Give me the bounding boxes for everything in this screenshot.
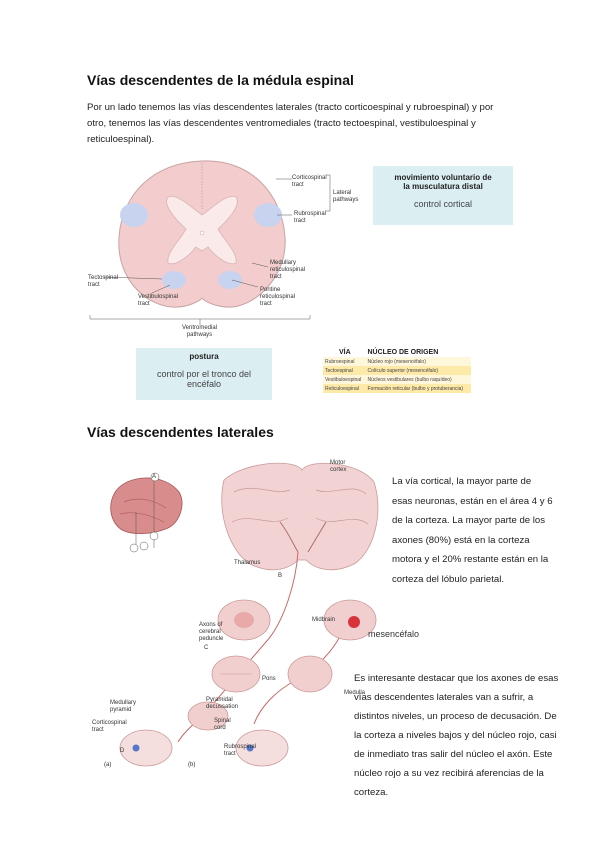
lateral-tract-left: [120, 203, 148, 227]
intro-line: Por un lado tenemos las vías descendente…: [87, 102, 494, 113]
midbrain-slice-left: [217, 599, 271, 641]
marker-d: D: [120, 748, 125, 754]
table-cell: Reticuloespinal: [323, 384, 366, 393]
table-cell: Núcleos vestibulares (bulbo raquídeo): [365, 375, 471, 384]
spinal-cord-figure: [89, 160, 331, 325]
intro-line: reticuloespinal).: [87, 134, 155, 145]
label-thalamus: Thalamus: [234, 560, 261, 566]
pons-slice-right: [287, 655, 333, 693]
coronal-brain-section: [221, 462, 379, 571]
table-row: Tectoespinal Colículo superior (mesencéf…: [323, 366, 471, 375]
marker-a: A: [152, 474, 157, 480]
lateral-pathways-figure: [110, 462, 379, 767]
medulla-slice-left: [187, 701, 229, 731]
posture-box-title: postura: [189, 352, 219, 361]
table-row: Reticuloespinal Formación reticular (bul…: [323, 384, 471, 393]
section1-intro: Por un lado tenemos las vías descendente…: [87, 100, 527, 148]
section2-paragraph-2: Es interesante destacar que los axones d…: [354, 673, 559, 798]
table-cell: Tectoespinal: [323, 366, 366, 375]
section1-title: Vías descendentes de la médula espinal: [87, 72, 354, 88]
gray-matter: [166, 196, 238, 265]
table-row: Vestibuloespinal Núcleos vestibulares (b…: [323, 375, 471, 384]
central-canal: [199, 230, 205, 236]
posture-box-subtitle: control por el tronco del encéfalo: [156, 369, 252, 389]
marker-b: B: [278, 573, 283, 579]
label-medulla: Medulla: [344, 690, 366, 696]
lateral-brain-view: [110, 477, 183, 534]
origin-nucleus-table: VÍA NÚCLEO DE ORIGEN Rubroespinal Núcleo…: [323, 348, 471, 393]
ventromedial-tract-right: [218, 271, 242, 289]
label-part-a: (a): [104, 762, 112, 768]
midbrain-slice-right: [323, 599, 377, 641]
table-header: NÚCLEO DE ORIGEN: [367, 349, 439, 356]
marker-c: C: [204, 645, 209, 651]
voluntary-movement-box: movimiento voluntario de la musculatura …: [373, 166, 513, 225]
intro-line: otro, tenemos las vías descendentes vent…: [87, 118, 476, 129]
label-part-b: (b): [188, 762, 196, 768]
voluntary-box-subtitle: control cortical: [413, 199, 473, 209]
spinal-slice-right: [235, 729, 289, 767]
label-mesencefalo: mesencéfalo: [368, 629, 420, 639]
voluntary-box-title: movimiento voluntario de la musculatura …: [394, 173, 492, 191]
section2-paragraph-1: La vía cortical, la mayor parte de esas …: [392, 476, 553, 585]
table-cell: Vestibuloespinal: [323, 375, 366, 384]
table-cell: Rubroespinal: [323, 357, 366, 366]
table-header-row: VÍA NÚCLEO DE ORIGEN: [323, 348, 471, 357]
label-pons: Pons: [262, 676, 276, 682]
table-cell: Colículo superior (mesencéfalo): [365, 366, 471, 375]
spinal-slice-left: [119, 729, 173, 767]
posture-box: postura control por el tronco del encéfa…: [136, 348, 272, 400]
lateral-tract-right: [254, 203, 282, 227]
pons-slice-left: [211, 655, 261, 693]
ventromedial-tract-left: [162, 271, 186, 289]
table-cell: Núcleo rojo (mesencéfalo): [365, 357, 471, 366]
label-midbrain: Midbrain: [312, 617, 336, 623]
table-header: VÍA: [339, 349, 351, 356]
table-row: Rubroespinal Núcleo rojo (mesencéfalo): [323, 357, 471, 366]
table-cell: Formación reticular (bulbo y protuberanc…: [365, 384, 471, 393]
section2-title: Vías descendentes laterales: [87, 424, 274, 440]
